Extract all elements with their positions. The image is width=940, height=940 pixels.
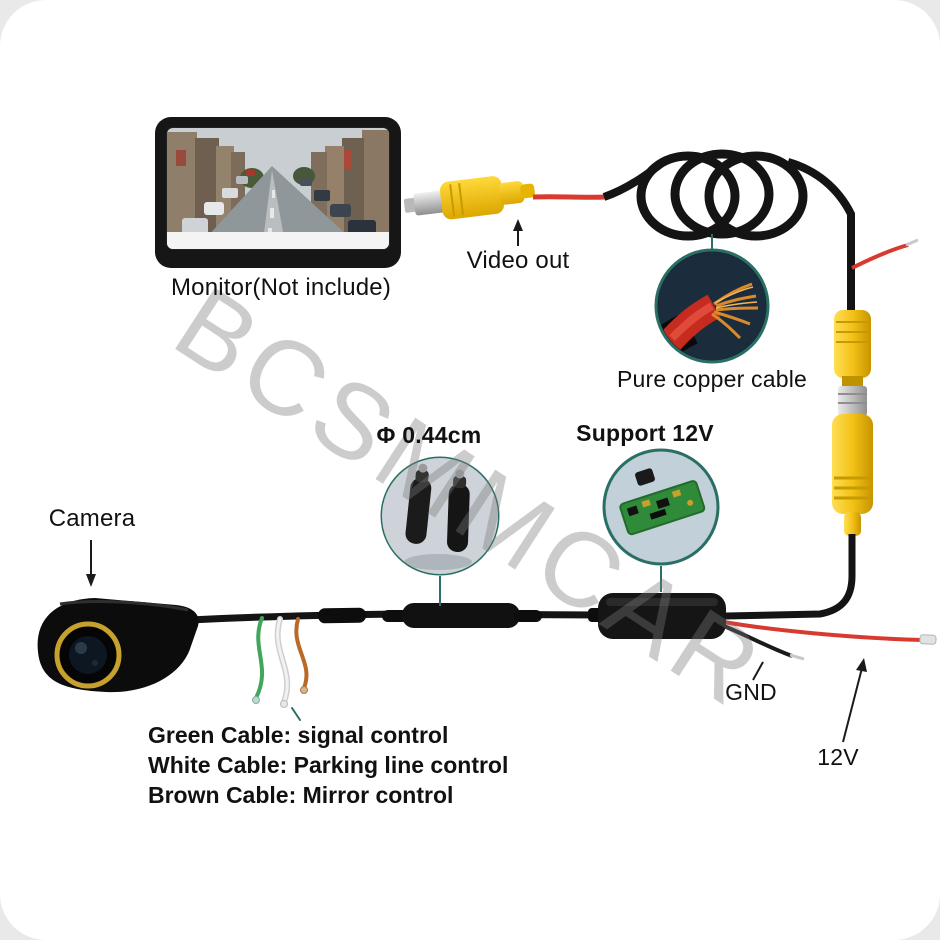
support-12v-label: Support 12V [576, 420, 714, 446]
support-12v-inset [602, 448, 720, 592]
cable-notes: Green Cable: signal control White Cable:… [148, 720, 508, 810]
coupler-cable [725, 534, 856, 620]
pure-copper-inset [654, 234, 770, 364]
video-out-connector [403, 176, 535, 220]
twelve-v-label: 12V [817, 744, 859, 770]
camera-arrow [86, 574, 96, 587]
monitor-illustration [155, 117, 401, 268]
power-filter-box [588, 593, 726, 639]
pure-copper-label: Pure copper cable [616, 366, 808, 392]
note-green-cable: Green Cable: signal control [148, 722, 449, 748]
leader-lines [86, 219, 867, 743]
connector-size-inset [380, 456, 500, 606]
diameter-label: Φ 0.44cm [376, 422, 482, 448]
gnd-label: GND [725, 679, 777, 705]
rca-coupler [832, 310, 873, 536]
coiled-cable [602, 149, 855, 312]
monitor-screen [167, 128, 389, 249]
camera-illustration [37, 598, 199, 693]
video-out-arrow [513, 219, 523, 231]
red-signal-wire [532, 194, 607, 200]
breakout-wires [252, 616, 309, 721]
power-wires [723, 620, 937, 661]
power-pigtail [851, 238, 919, 270]
monitor-label: Monitor(Not include) [170, 274, 392, 301]
twelve-v-arrow [856, 658, 867, 672]
camera-label: Camera [48, 505, 136, 532]
note-brown-cable: Brown Cable: Mirror control [148, 782, 454, 808]
note-white-cable: White Cable: Parking line control [148, 752, 509, 778]
cable-junctions [318, 603, 542, 628]
video-out-label: Video out [466, 247, 570, 274]
